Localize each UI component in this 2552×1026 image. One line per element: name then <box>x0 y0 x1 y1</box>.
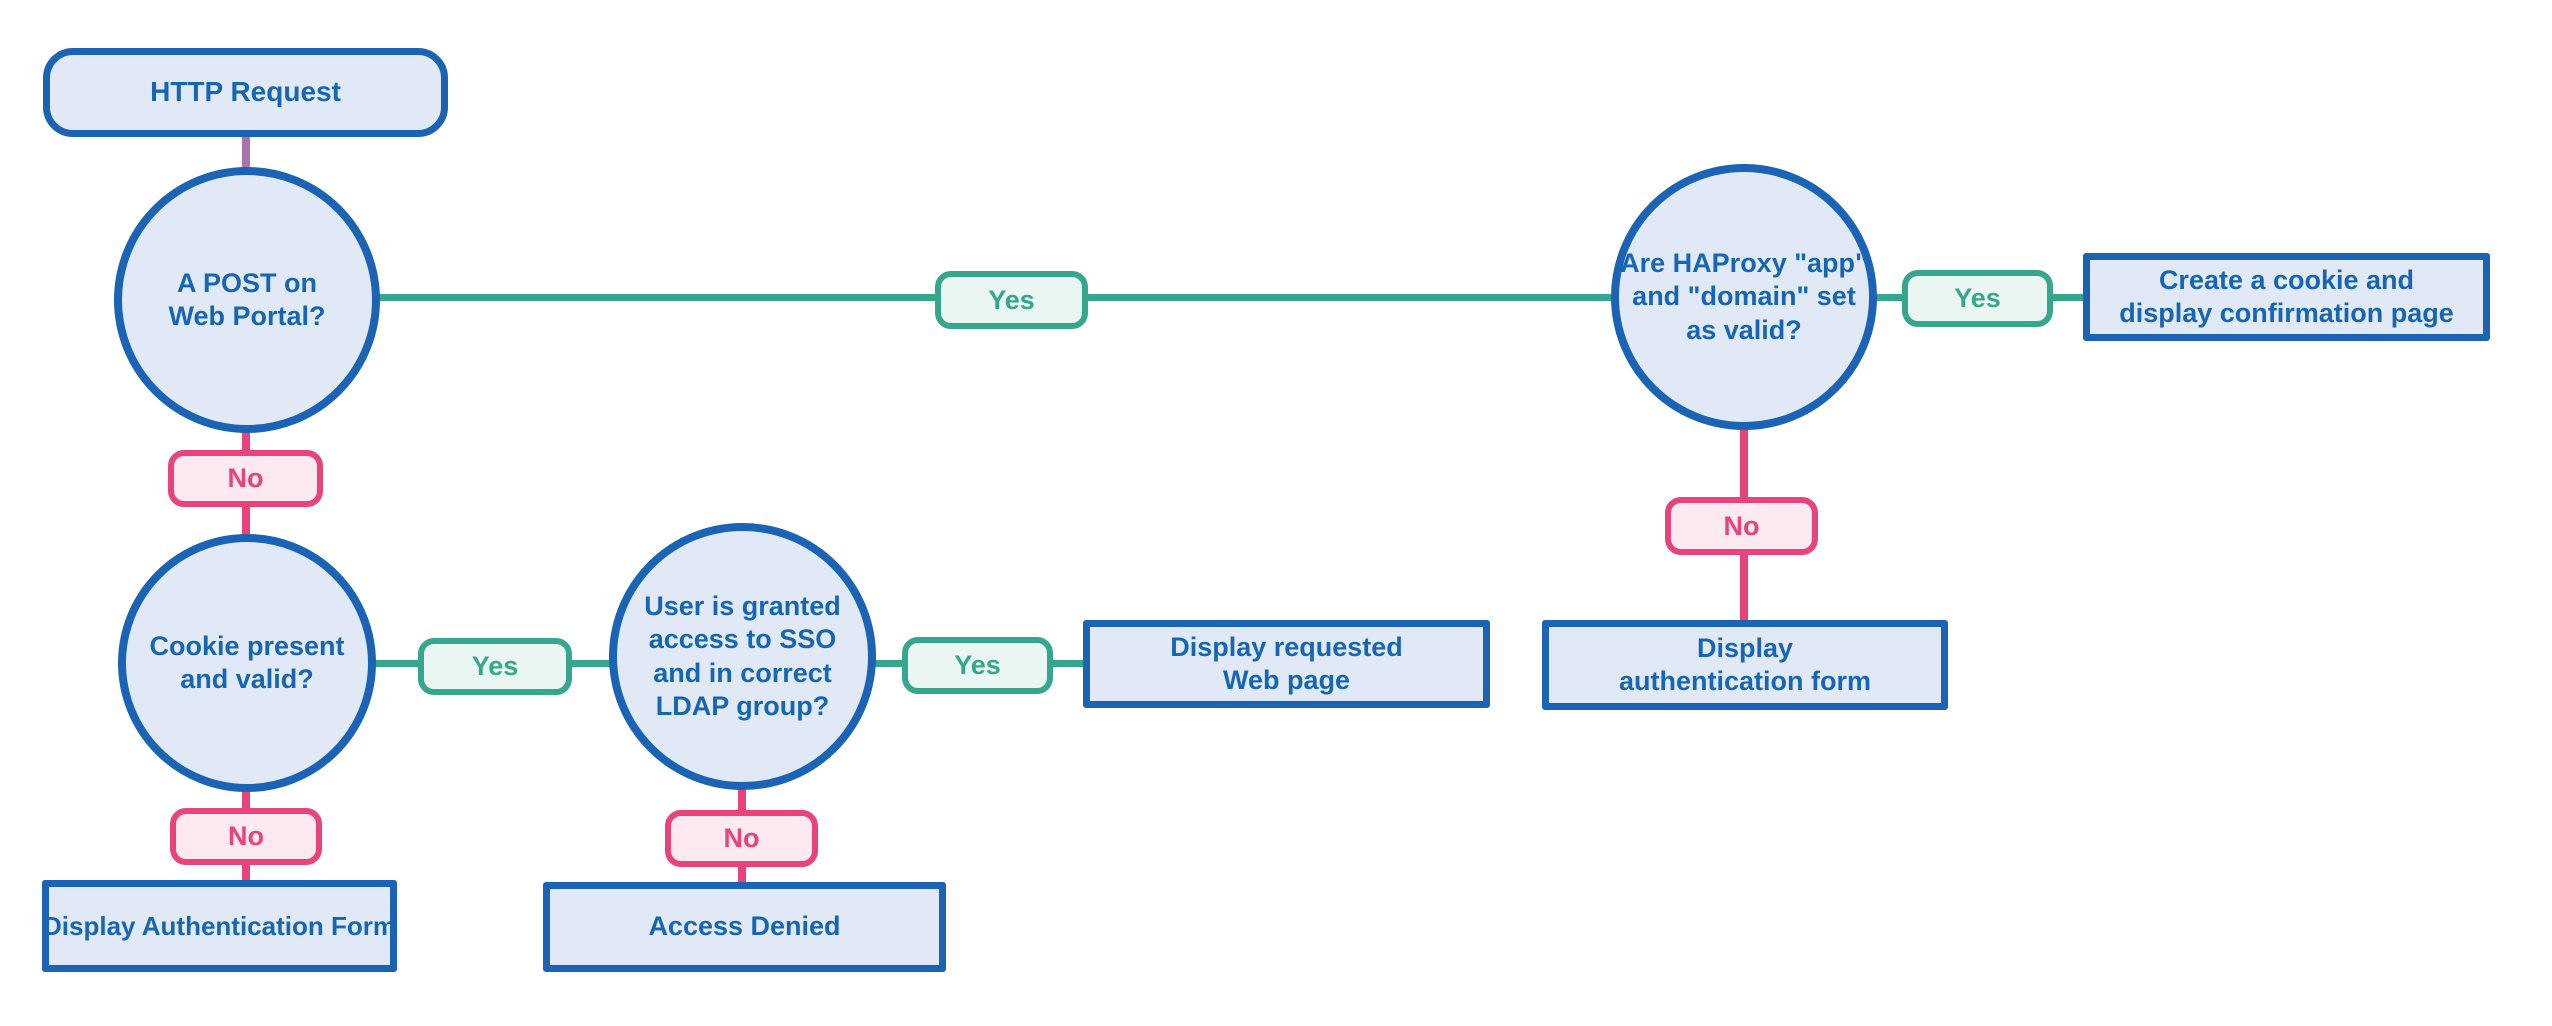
connector-cookie-to-yes <box>374 660 422 667</box>
connector-ldap-to-yes <box>872 660 906 667</box>
connector-no-to-display-auth-left <box>242 861 250 884</box>
node-label-line: Create a cookie and <box>2158 264 2415 295</box>
node-label-line: Are HAProxy "app" <box>1620 247 1868 278</box>
process-create-cookie: Create a cookie and display confirmation… <box>2083 253 2490 341</box>
node-label: Access Denied <box>648 911 841 942</box>
connector-no-to-display-auth-right <box>1740 551 1748 623</box>
edge-label-no-cookie-display-auth: No <box>170 808 322 865</box>
edge-label-yes-haproxy-create-cookie: Yes <box>1902 270 2053 327</box>
edge-label-yes-post-haproxy: Yes <box>935 271 1088 329</box>
node-label-line: LDAP group? <box>655 690 830 721</box>
connector-cookie-to-no <box>242 788 250 812</box>
edge-label-text: No <box>228 821 264 851</box>
connector-yes-to-display-requested <box>1049 660 1087 667</box>
edge-label-text: Yes <box>988 284 1035 315</box>
node-label: Display Authentication Form <box>43 910 396 941</box>
connector-haproxy-to-no <box>1740 426 1748 501</box>
edge-label-text: No <box>1723 510 1760 541</box>
connector-yes-to-ldap <box>568 660 613 667</box>
decision-sso-ldap: User is granted access to SSO and in cor… <box>609 523 876 790</box>
node-label-line: access to SSO <box>648 624 837 655</box>
terminator-http-request: HTTP Request <box>43 48 448 137</box>
node-label-line: Display <box>1696 632 1794 663</box>
edge-label-text: Yes <box>954 650 1001 680</box>
process-display-auth-form-left: Display Authentication Form <box>42 880 397 972</box>
node-label-line: and valid? <box>180 664 314 694</box>
edge-label-text: No <box>723 823 760 853</box>
connector-no-to-cookie <box>242 503 250 537</box>
connector-start-to-post <box>242 135 250 171</box>
node-label-line: as valid? <box>1686 314 1802 345</box>
connector-post-to-no <box>242 426 250 454</box>
decision-cookie-valid: Cookie present and valid? <box>118 534 376 792</box>
connector-yes-to-create-cookie <box>2048 294 2088 301</box>
edge-label-yes-ldap-display-requested: Yes <box>902 637 1053 694</box>
node-label: HTTP Request <box>150 76 341 108</box>
edge-label-text: No <box>227 463 264 493</box>
decision-post-web-portal: A POST on Web Portal? <box>114 167 380 433</box>
node-label-line: and in correct <box>653 657 832 688</box>
edge-label-no-haproxy-display-auth: No <box>1665 497 1818 555</box>
process-display-requested-page: Display requested Web page <box>1083 620 1490 708</box>
process-access-denied: Access Denied <box>543 882 946 972</box>
node-label-line: User is granted <box>644 590 841 621</box>
edge-label-yes-cookie-ldap: Yes <box>418 638 572 695</box>
node-label-line: A POST on <box>177 267 317 298</box>
edge-label-text: Yes <box>471 651 519 681</box>
edge-label-no-ldap-access-denied: No <box>665 810 818 867</box>
node-label-line: display confirmation page <box>2119 298 2454 328</box>
connector-haproxy-to-yes <box>1872 294 1906 301</box>
decision-haproxy-headers: Are HAProxy "app" and "domain" set as va… <box>1611 164 1877 430</box>
connector-ldap-to-no <box>738 786 746 814</box>
connector-no-to-access-denied <box>738 863 746 885</box>
node-label-line: authentication form <box>1618 666 1871 696</box>
node-label-line: and "domain" set <box>1632 281 1856 312</box>
edge-label-no-post-cookie: No <box>168 450 323 507</box>
node-label-line: Web Portal? <box>168 301 326 331</box>
node-label-line: Cookie present <box>149 630 345 661</box>
node-label-line: Display requested <box>1170 631 1403 662</box>
node-label-line: Web page <box>1222 665 1351 695</box>
process-display-auth-form-right: Display authentication form <box>1542 620 1948 710</box>
edge-label-text: Yes <box>1954 283 2001 313</box>
